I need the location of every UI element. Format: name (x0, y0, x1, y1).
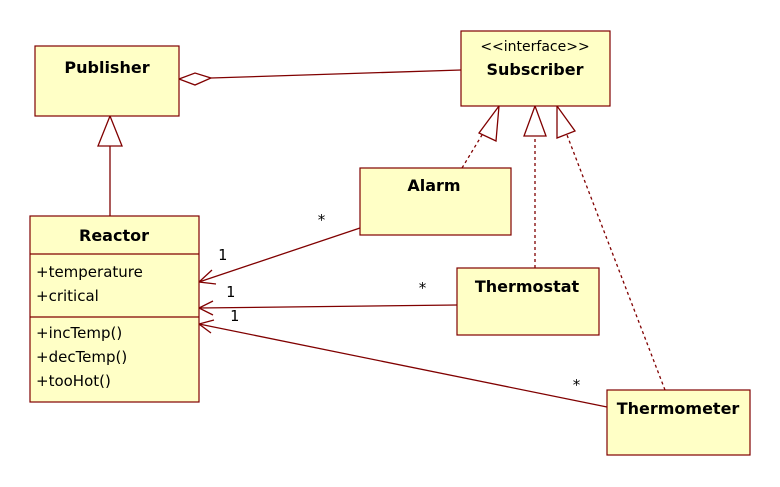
class-name-thermometer: Thermometer (617, 399, 740, 418)
class-name-alarm: Alarm (407, 176, 460, 195)
multiplicity-reactor-end-thermostat: 1 (226, 283, 235, 301)
class-name-subscriber: Subscriber (487, 60, 584, 79)
association-alarm-reactor-line (198, 227, 361, 283)
association-thermometer-reactor-line (198, 323, 608, 408)
multiplicity-thermostat-end: * (418, 279, 427, 297)
aggregation-diamond-icon (177, 72, 213, 86)
realization-thermometer-arrow-icon (556, 103, 577, 139)
class-alarm[interactable]: Alarm (359, 167, 512, 236)
reactor-operation: +decTemp() (36, 348, 127, 366)
class-publisher[interactable]: Publisher (34, 45, 180, 117)
class-reactor[interactable]: Reactor +temperature +critical +incTemp(… (29, 215, 200, 403)
realization-alarm-arrow-icon (478, 103, 500, 142)
reactor-attribute: +temperature (36, 263, 143, 281)
reactor-attribute: +critical (36, 287, 99, 305)
class-subscriber[interactable]: <<interface>> Subscriber (460, 30, 611, 107)
reactor-operation: +incTemp() (36, 324, 122, 342)
realization-thermostat-arrow-icon (523, 104, 547, 137)
class-name-thermostat: Thermostat (475, 277, 580, 296)
aggregation-line (210, 69, 462, 79)
stereotype-interface: <<interface>> (480, 39, 589, 55)
multiplicity-reactor-end-alarm: 1 (218, 246, 227, 264)
class-thermostat[interactable]: Thermostat (456, 267, 600, 336)
multiplicity-alarm-end: * (317, 211, 326, 229)
class-thermometer[interactable]: Thermometer (606, 389, 751, 456)
generalization-arrow-icon (97, 114, 123, 147)
class-name-reactor: Reactor (79, 226, 149, 245)
multiplicity-thermometer-end: * (572, 376, 581, 394)
reactor-operation: +tooHot() (36, 372, 111, 390)
multiplicity-reactor-end-thermometer: 1 (230, 307, 239, 325)
realization-thermometer-line (566, 134, 666, 391)
class-name-publisher: Publisher (64, 58, 149, 77)
realization-alarm-line (461, 134, 483, 169)
association-thermostat-reactor-line (198, 304, 458, 309)
